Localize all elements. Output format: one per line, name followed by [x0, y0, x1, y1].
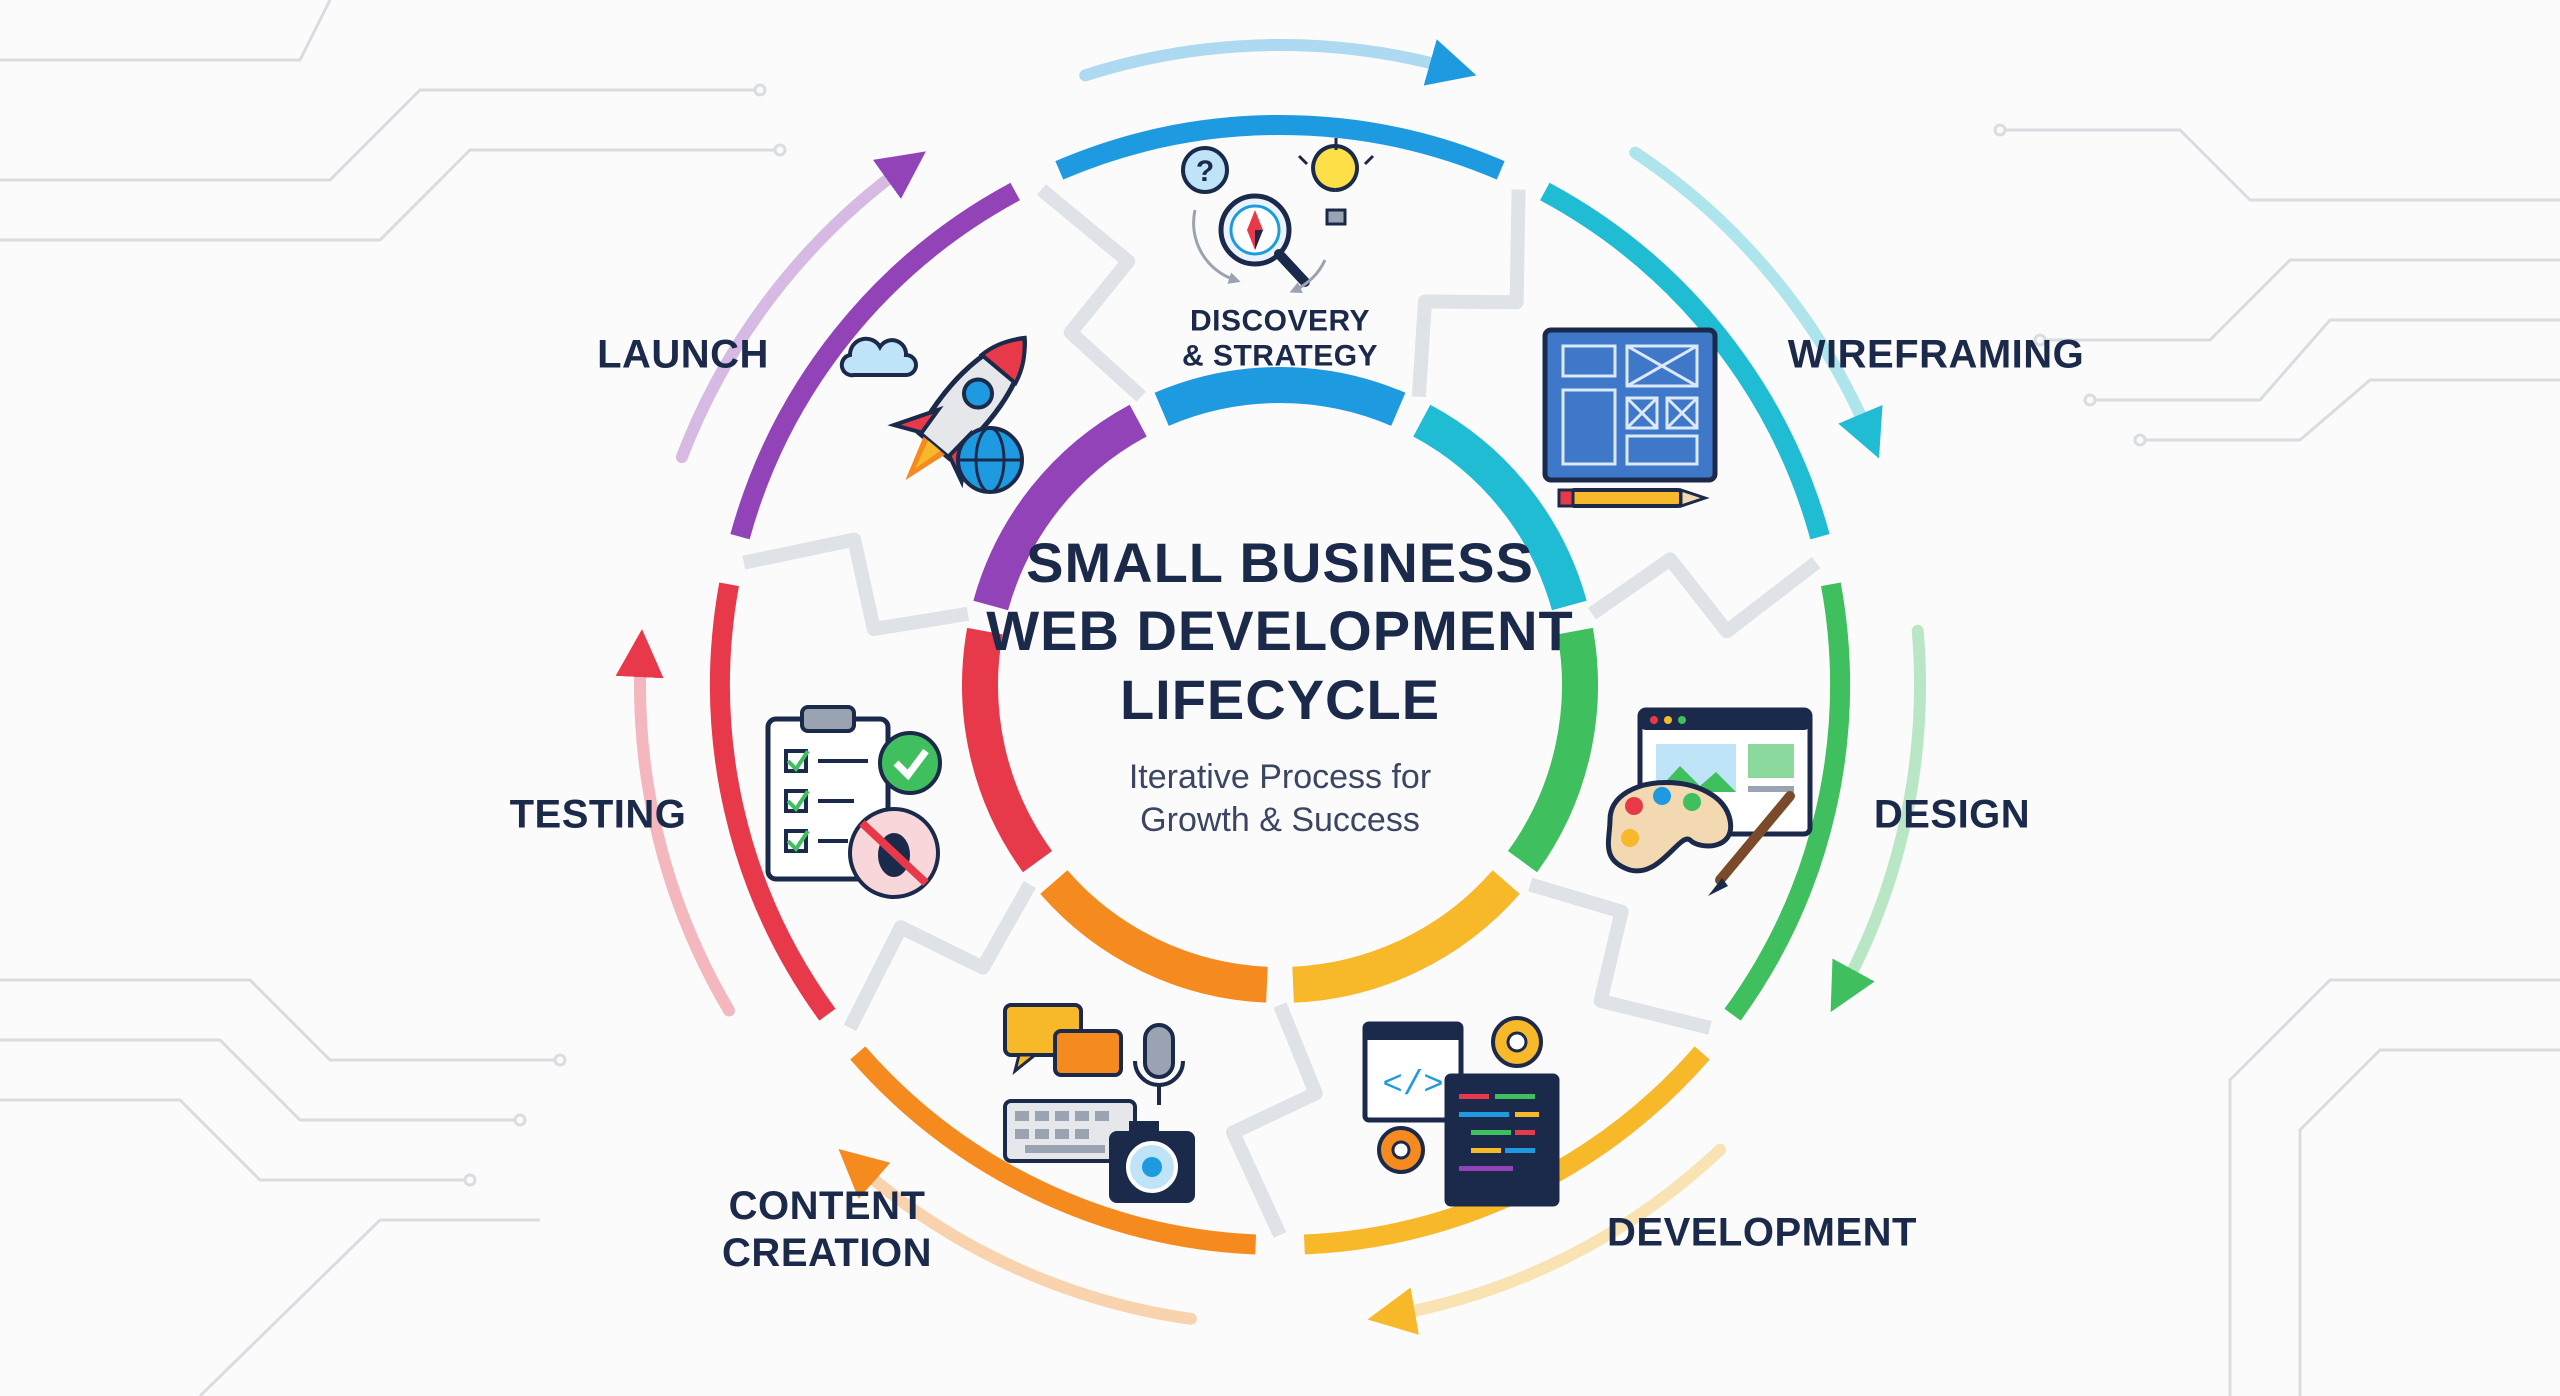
outer-ring-segment-launch: [730, 182, 1020, 540]
center-subtitle-line: Growth & Success: [1140, 801, 1420, 840]
connector-discovery: [1411, 189, 1526, 398]
connector-wireframing: [1587, 552, 1821, 639]
stage-label-development: DEVELOPMENT: [1607, 1210, 1917, 1255]
circuit-traces-right: [2000, 128, 2560, 1396]
chat-mic-camera-icon: [1003, 1003, 1195, 1203]
circuit-nodes: [463, 83, 2147, 1187]
flow-arrow-discovery: [1079, 39, 1477, 86]
outer-ring-segment-design: [1724, 582, 1850, 1021]
circuit-traces-left: [0, 0, 780, 1396]
center-subtitle-line: Iterative Process for: [1128, 757, 1432, 796]
connector-testing: [742, 532, 970, 636]
inner-ring: [962, 367, 1598, 1003]
checklist-bug-icon: [765, 705, 942, 899]
blueprint-pencil-icon: [1542, 327, 1718, 509]
inner-ring-segment-launch: [973, 404, 1147, 611]
center-title-block: SMALL BUSINESS WEB DEVELOPMENT LIFECYCLE…: [986, 529, 1573, 843]
code-window-gears-icon: </>: [1362, 1016, 1560, 1207]
svg-text:?: ?: [1196, 155, 1214, 188]
outer-ring-segment-discovery: [1055, 114, 1505, 180]
flow-arrow-launch: [675, 151, 926, 464]
outer-ring-segment-wireframing: [1540, 182, 1830, 540]
center-title-line: SMALL BUSINESS: [1026, 531, 1534, 595]
flow-arrow-content: [838, 1149, 1197, 1325]
flow-arrow-wireframing: [1629, 146, 1883, 459]
stage-label-wireframing: WIREFRAMING: [1787, 332, 2085, 377]
flow-arrow-testing: [615, 629, 735, 1017]
rocket-globe-icon: [839, 335, 1027, 494]
flow-arrow-design: [1830, 624, 1926, 1013]
inner-ring-segment-wireframing: [1413, 404, 1587, 611]
palette-brush-icon: [1605, 707, 1813, 896]
stage-label-discovery: DISCOVERY& STRATEGY: [1181, 304, 1379, 373]
inner-ring-segment-development: [1292, 870, 1520, 1003]
connector-launch: [1036, 184, 1146, 402]
outer-ring-segment-content: [850, 1046, 1257, 1255]
compass-magnifier-lightbulb-icon: ?: [1181, 138, 1375, 293]
inner-ring-segment-content: [1040, 870, 1268, 1003]
flow-arrows: [615, 39, 1926, 1335]
stage-label-design: DESIGN: [1873, 792, 2031, 837]
center-title-line: LIFECYCLE: [1119, 667, 1441, 731]
connector-design: [1528, 877, 1712, 1035]
inner-ring-segment-discovery: [1154, 367, 1406, 426]
center-title-line: WEB DEVELOPMENT: [986, 599, 1574, 663]
connector-content: [843, 881, 1036, 1032]
stage-label-testing: TESTING: [509, 792, 687, 837]
outer-ring-segment-testing: [710, 582, 836, 1021]
inner-ring-segment-design: [1507, 627, 1598, 873]
inner-ring-segment-testing: [962, 627, 1053, 873]
flow-arrow-development: [1367, 1143, 1726, 1335]
connector-development: [1226, 1002, 1323, 1238]
stage-label-launch: LAUNCH: [597, 332, 769, 377]
svg-text:</>: </>: [1382, 1067, 1443, 1105]
ring-connectors: [742, 184, 1821, 1238]
